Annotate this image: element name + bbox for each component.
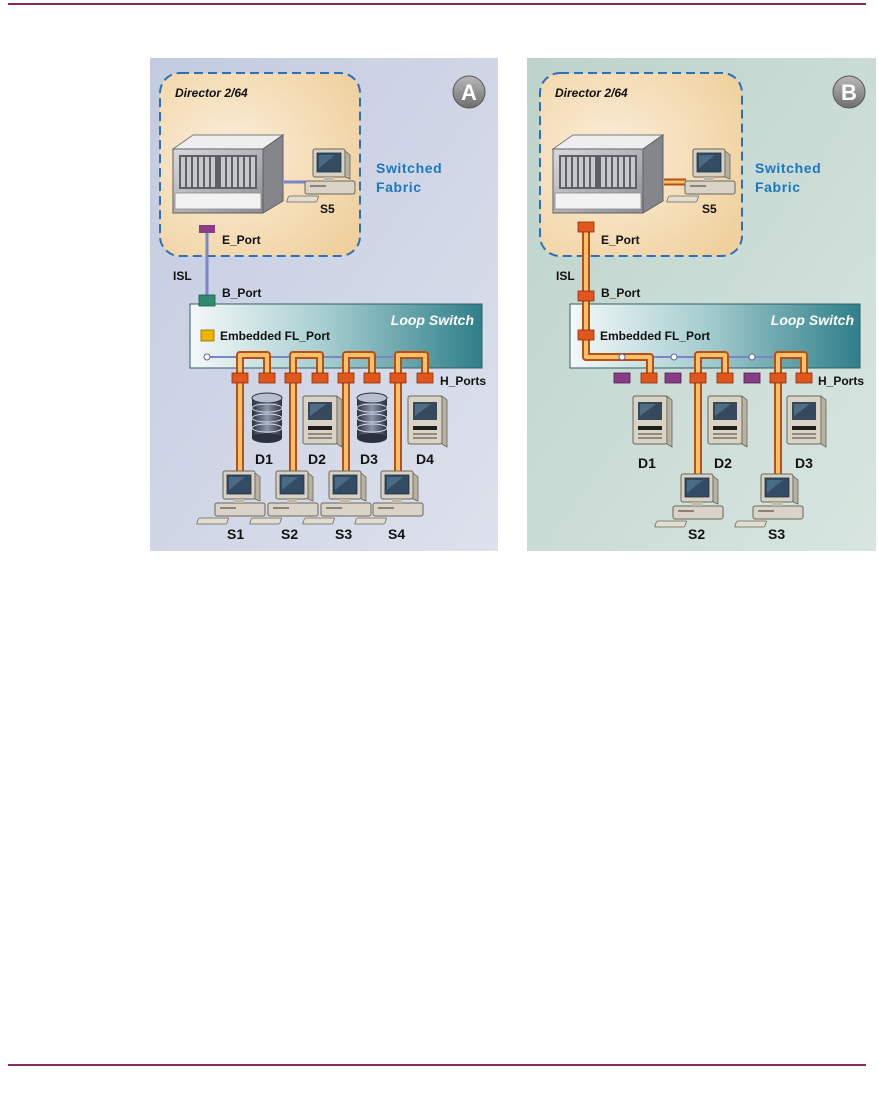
active-paths [236,351,429,500]
loop-bus-nodes [203,353,211,361]
b-port-marker [577,290,595,302]
device-label-d3: D3 [795,455,813,471]
embedded-fl-port-label: Embedded FL_Port [600,329,710,343]
page-top-rule [8,3,866,5]
h-ports-label: H_Ports [440,374,486,388]
loop-switch-title: Loop Switch [391,312,474,328]
director-title: Director 2/64 [175,86,248,100]
e-port-label: E_Port [222,233,261,247]
embedded-fl-port-marker [577,329,595,341]
embedded-fl-port-marker [200,329,215,342]
director-chassis-icon [552,134,664,214]
storage-tower-icon [707,395,748,448]
panel-badge: A [452,75,486,109]
h-ports-label: H_Ports [818,374,864,388]
panel-b: B Director 2/64 Switched Fabric S5 ISL L… [527,58,876,551]
server-label-s4: S4 [388,526,405,542]
embedded-fl-port-label: Embedded FL_Port [220,329,330,343]
b-port-label: B_Port [601,286,640,300]
director-chassis-icon [172,134,284,214]
isl-label: ISL [556,269,575,283]
server-label-s3: S3 [768,526,785,542]
switched-fabric-label-2: Fabric [376,179,422,195]
device-label-d3: D3 [360,451,378,467]
loop-bus-nodes [618,353,756,361]
isl-label: ISL [173,269,192,283]
server-label-s3: S3 [335,526,352,542]
loop-switch-title: Loop Switch [771,312,854,328]
switched-fabric-label-1: Switched [755,160,821,176]
server-label-s2: S2 [688,526,705,542]
e-port-marker [199,225,215,233]
b-port-label: B_Port [222,286,261,300]
device-label-d4: D4 [416,451,434,467]
server-s5-label: S5 [320,202,335,216]
switched-fabric-label-1: Switched [376,160,442,176]
panel-badge: B [832,75,866,109]
storage-tower-icon [632,395,673,448]
disk-array-icon [356,392,388,444]
panel-a: A Director 2/64 Switched Fabric S5 E_Por… [150,58,498,551]
badge-letter: A [461,80,477,105]
active-paths [694,351,808,505]
b-port-marker [198,294,216,307]
disk-array-icon [251,392,283,444]
device-label-d2: D2 [714,455,732,471]
server-label-s2: S2 [281,526,298,542]
h-port-markers [613,372,813,384]
device-label-d1: D1 [255,451,273,467]
storage-tower-icon [786,395,827,448]
director-title: Director 2/64 [555,86,628,100]
server-label-s1: S1 [227,526,244,542]
switched-fabric-label-2: Fabric [755,179,801,195]
e-port-marker [577,221,595,233]
storage-tower-icon [407,395,448,448]
device-label-d1: D1 [638,455,656,471]
device-label-d2: D2 [308,451,326,467]
h-port-markers [231,372,434,384]
badge-letter: B [841,80,857,105]
e-port-label: E_Port [601,233,640,247]
server-s5-label: S5 [702,202,717,216]
storage-tower-icon [302,395,343,448]
page-bottom-rule [8,1064,866,1066]
